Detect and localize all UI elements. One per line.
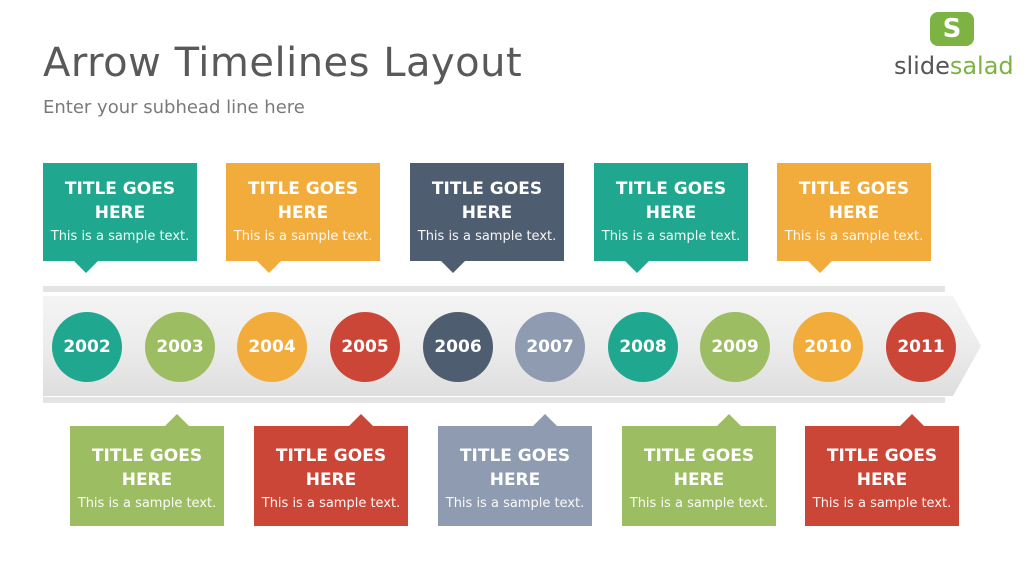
timeline-top-rule [43,286,945,292]
year-marker: 2002 [52,312,122,382]
logo-text-part2: salad [949,52,1014,80]
callout-box-bottom: TITLE GOES HERE This is a sample text. [438,414,592,526]
logo-text-part1: slide [894,52,950,80]
callout-box-top: TITLE GOES HERE This is a sample text. [594,163,748,273]
logo-badge-icon: S [930,12,974,46]
callout-title: TITLE GOES HERE [615,179,727,223]
callout-title: TITLE GOES HERE [459,446,571,490]
callout-text: This is a sample text. [233,229,373,244]
callout-box-top: TITLE GOES HERE This is a sample text. [410,163,564,273]
callout-box-bottom: TITLE GOES HERE This is a sample text. [805,414,959,526]
page-title: Arrow Timelines Layout [43,40,523,86]
year-marker: 2003 [145,312,215,382]
year-marker: 2004 [237,312,307,382]
callout-text: This is a sample text. [445,496,585,511]
callout-box-top: TITLE GOES HERE This is a sample text. [226,163,380,273]
slidesalad-logo: S slidesalad [890,12,1016,82]
timeline-bottom-rule [43,397,945,403]
callout-text: This is a sample text. [417,229,557,244]
callout-text: This is a sample text. [77,496,217,511]
callout-box-top: TITLE GOES HERE This is a sample text. [43,163,197,273]
callout-text: This is a sample text. [784,229,924,244]
callout-box-bottom: TITLE GOES HERE This is a sample text. [254,414,408,526]
page-subtitle: Enter your subhead line here [43,97,305,118]
year-marker: 2008 [608,312,678,382]
callout-text: This is a sample text. [812,496,952,511]
year-marker: 2010 [793,312,863,382]
callout-text: This is a sample text. [601,229,741,244]
callout-title: TITLE GOES HERE [826,446,938,490]
callout-title: TITLE GOES HERE [643,446,755,490]
callout-title: TITLE GOES HERE [247,179,359,223]
year-marker: 2011 [886,312,956,382]
callout-title: TITLE GOES HERE [431,179,543,223]
logo-wordmark: slidesalad [894,52,1014,80]
year-marker: 2009 [700,312,770,382]
year-marker: 2007 [515,312,585,382]
callout-box-top: TITLE GOES HERE This is a sample text. [777,163,931,273]
callout-title: TITLE GOES HERE [275,446,387,490]
callout-text: This is a sample text. [629,496,769,511]
callout-box-bottom: TITLE GOES HERE This is a sample text. [70,414,224,526]
callout-text: This is a sample text. [261,496,401,511]
callout-box-bottom: TITLE GOES HERE This is a sample text. [622,414,776,526]
callout-title: TITLE GOES HERE [64,179,176,223]
callout-text: This is a sample text. [50,229,190,244]
callout-title: TITLE GOES HERE [798,179,910,223]
callout-title: TITLE GOES HERE [91,446,203,490]
year-marker: 2006 [423,312,493,382]
year-marker: 2005 [330,312,400,382]
